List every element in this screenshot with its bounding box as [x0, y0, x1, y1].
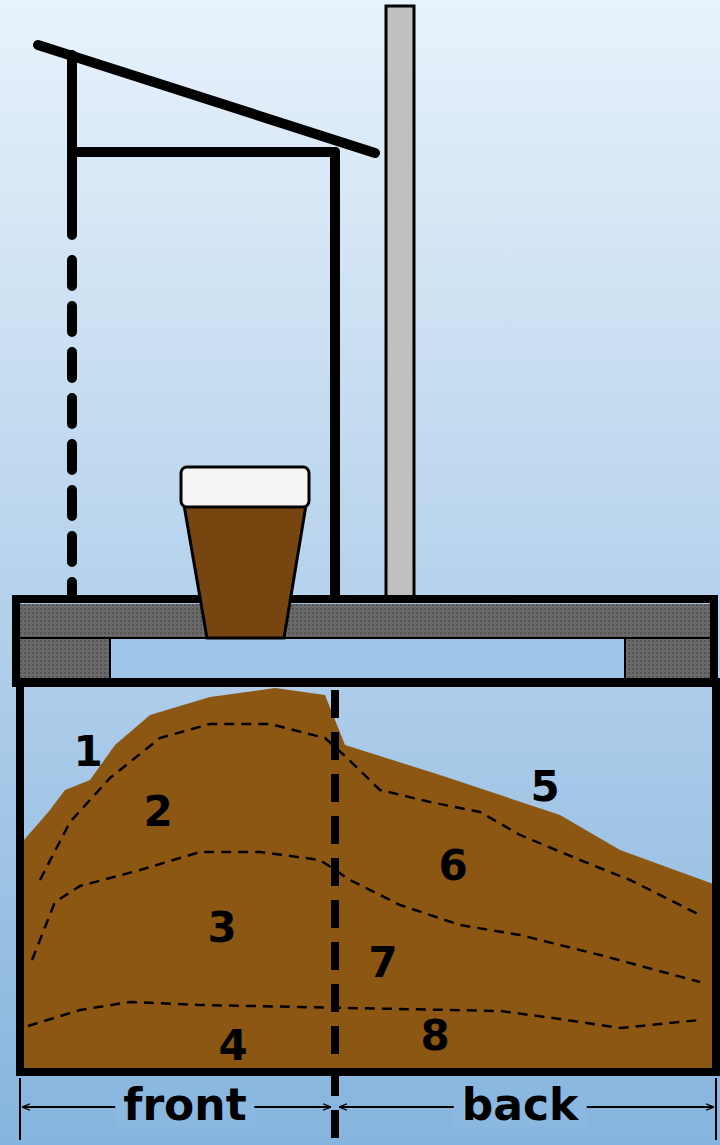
- cover-material-bucket: [181, 467, 309, 638]
- dimension-label: front: [115, 1083, 254, 1127]
- dimension-arrows: [20, 1078, 716, 1140]
- layer-lines: [28, 724, 700, 1028]
- dimension-label: back: [454, 1083, 587, 1127]
- callout-number: 2: [143, 791, 172, 833]
- callout-number: 3: [207, 907, 236, 949]
- callout-number: 5: [530, 766, 559, 808]
- callout-number: 7: [368, 942, 397, 984]
- compost-pile: [24, 688, 716, 1072]
- floor-slab: [16, 599, 714, 683]
- callout-number: 1: [73, 731, 102, 773]
- callout-number: 8: [420, 1015, 449, 1057]
- callout-number: 6: [438, 845, 467, 887]
- callout-number: 4: [218, 1025, 247, 1067]
- chamber-divider: [331, 690, 339, 1142]
- vent-pipe: [386, 6, 414, 646]
- compost-chamber: [20, 682, 716, 1072]
